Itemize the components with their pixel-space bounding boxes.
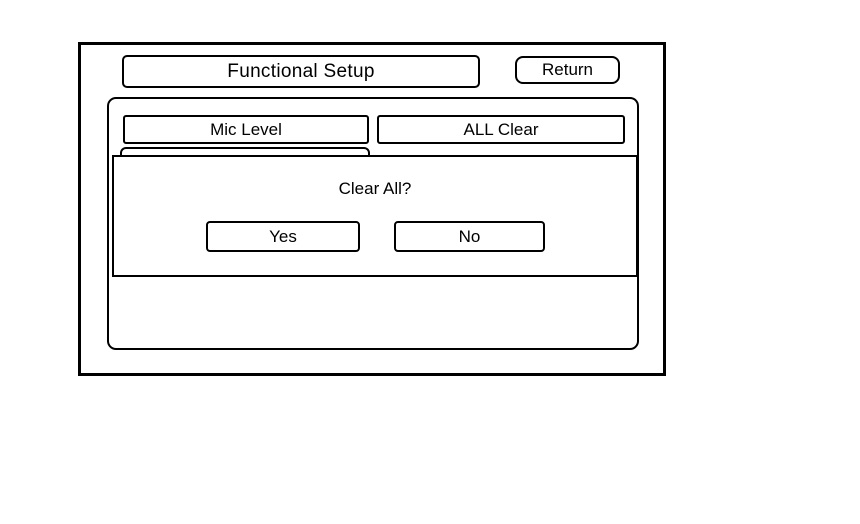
yes-button-label: Yes	[269, 226, 297, 246]
page-title: Functional Setup	[122, 55, 480, 88]
page-title-label: Functional Setup	[227, 60, 375, 82]
clear-all-dialog: Clear All? Yes No	[112, 155, 638, 277]
mic-level-button-label: Mic Level	[210, 119, 282, 139]
all-clear-button-label: ALL Clear	[463, 119, 539, 139]
all-clear-button[interactable]: ALL Clear	[377, 115, 625, 144]
return-button-label: Return	[541, 60, 594, 79]
return-button[interactable]: Return	[515, 56, 620, 84]
yes-button[interactable]: Yes	[206, 221, 360, 252]
dialog-message: Clear All?	[338, 179, 412, 198]
no-button-label: No	[458, 226, 481, 246]
no-button[interactable]: No	[394, 221, 545, 252]
mic-level-button[interactable]: Mic Level	[123, 115, 369, 144]
